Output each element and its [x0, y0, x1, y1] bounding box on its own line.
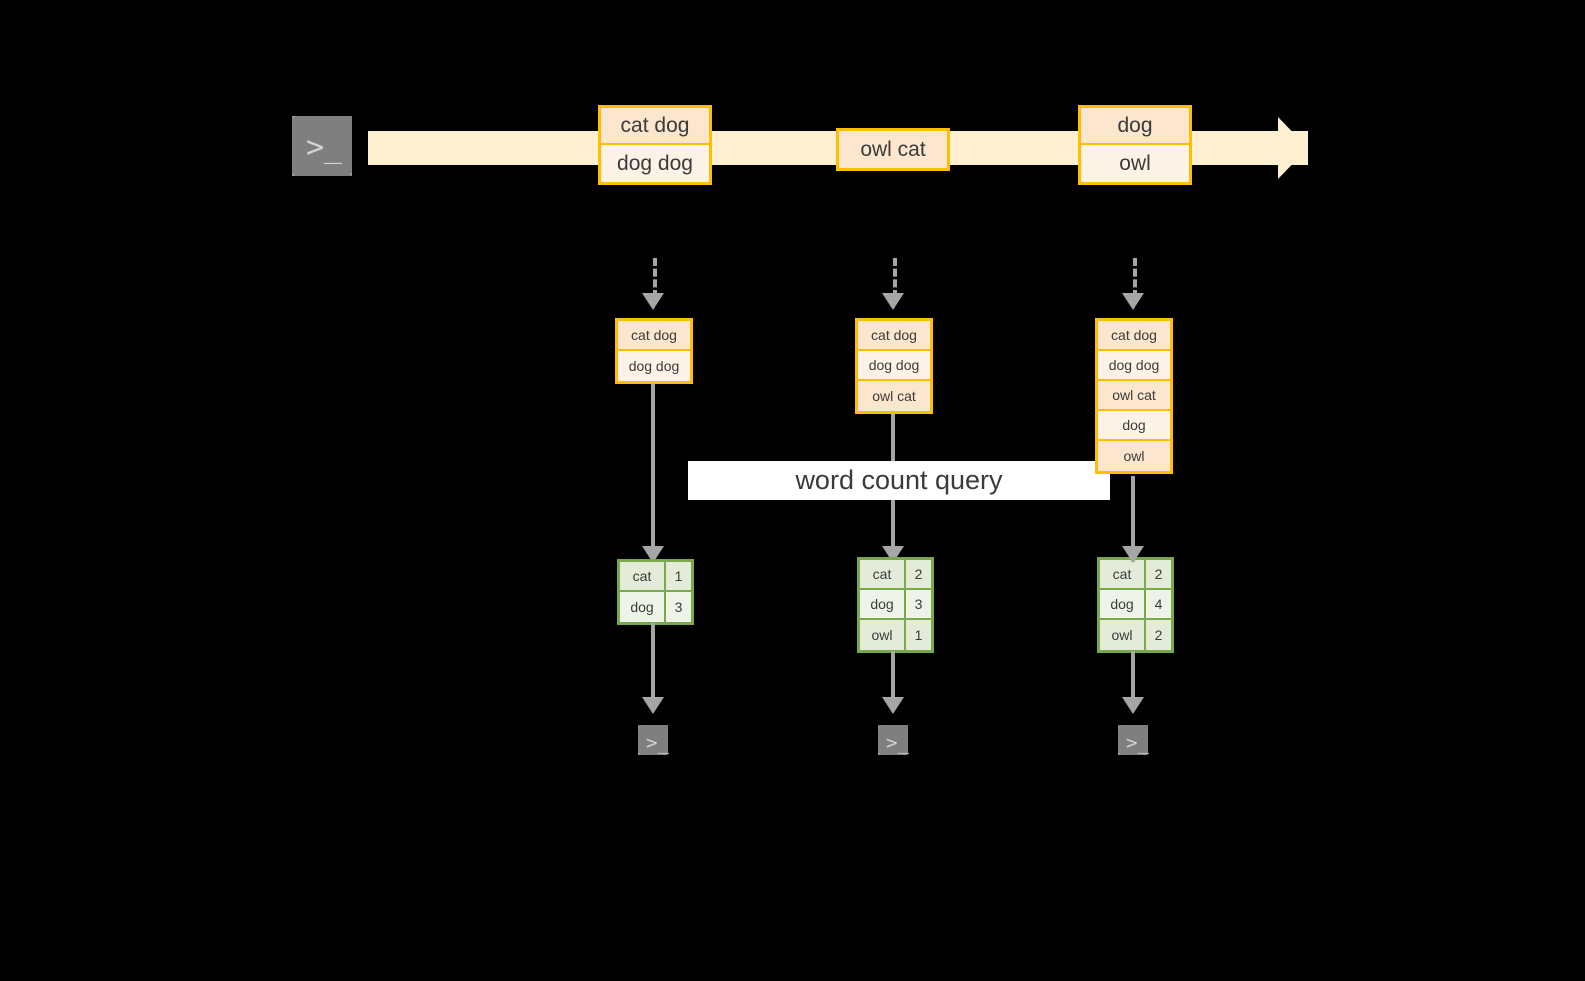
tap-connector-3: [1133, 258, 1137, 298]
input-line: cat dog: [1098, 321, 1170, 351]
partition-1-consumer-terminal-icon: >_: [627, 714, 679, 766]
tap-connector-1: [653, 258, 657, 298]
table-row: owl 2: [1100, 620, 1171, 650]
partition-2-input-box: cat dog dog dog owl cat: [855, 318, 933, 414]
table-row: owl 1: [860, 620, 931, 650]
table-row: cat 1: [620, 562, 691, 592]
message-line: cat dog: [601, 108, 709, 145]
partition-3-consumer-terminal-icon: >_: [1107, 714, 1159, 766]
result-count: 4: [1146, 590, 1171, 618]
table-row: cat 2: [860, 560, 931, 590]
table-row: dog 4: [1100, 590, 1171, 620]
partition-1-query-connector: [651, 384, 655, 562]
result-count: 2: [1146, 620, 1171, 650]
message-line: dog: [1081, 108, 1189, 145]
message-line: dog dog: [601, 145, 709, 182]
message-line: owl: [1081, 145, 1189, 182]
result-word: cat: [1100, 560, 1146, 588]
result-count: 3: [666, 592, 691, 622]
result-count: 2: [906, 560, 931, 588]
terminal-prompt-glyph: >_: [886, 732, 909, 754]
result-word: dog: [620, 592, 666, 622]
result-count: 3: [906, 590, 931, 618]
input-line: dog dog: [618, 351, 690, 381]
table-row: dog 3: [860, 590, 931, 620]
terminal-prompt-glyph: >_: [1126, 732, 1149, 754]
partition-1-result-table: cat 1 dog 3: [617, 559, 694, 625]
stream-arrow-head-icon: [1278, 117, 1308, 179]
input-line: owl cat: [1098, 381, 1170, 411]
partition-3-query-connector: [1131, 476, 1135, 562]
result-word: dog: [860, 590, 906, 618]
terminal-body: [878, 725, 908, 755]
input-line: dog dog: [1098, 351, 1170, 381]
partition-3-output-arrowhead-icon: [1122, 697, 1144, 714]
table-row: cat 2: [1100, 560, 1171, 590]
result-count: 2: [1146, 560, 1171, 588]
partition-2-output-arrowhead-icon: [882, 697, 904, 714]
result-word: cat: [620, 562, 666, 590]
table-row: dog 3: [620, 592, 691, 622]
input-line: cat dog: [858, 321, 930, 351]
partition-3-result-table: cat 2 dog 4 owl 2: [1097, 557, 1174, 653]
partition-3-query-arrowhead-icon: [1122, 546, 1144, 563]
query-label-band: [688, 461, 1110, 500]
input-line: cat dog: [618, 321, 690, 351]
input-line: dog: [1098, 411, 1170, 441]
result-count: 1: [906, 620, 931, 650]
partition-1-output-arrowhead-icon: [642, 697, 664, 714]
partition-3-output-connector: [1131, 651, 1135, 699]
tap-connector-2: [893, 258, 897, 298]
result-word: owl: [1100, 620, 1146, 650]
result-word: cat: [860, 560, 906, 588]
partition-1-input-box: cat dog dog dog: [615, 318, 693, 384]
input-line: dog dog: [858, 351, 930, 381]
tap-connector-2-arrowhead-icon: [882, 293, 904, 310]
input-line: owl: [1098, 441, 1170, 471]
input-line: owl cat: [858, 381, 930, 411]
message-line: owl cat: [839, 131, 947, 168]
partition-1-output-connector: [651, 623, 655, 699]
terminal-body: [638, 725, 668, 755]
stream-message-3: dog owl: [1078, 105, 1192, 185]
partition-2-result-table: cat 2 dog 3 owl 1: [857, 557, 934, 653]
partition-2-consumer-terminal-icon: >_: [867, 714, 919, 766]
partition-2-output-connector: [891, 651, 895, 699]
terminal-prompt-glyph: >_: [306, 130, 343, 165]
terminal-body: [292, 116, 352, 176]
partition-1-query-arrowhead-icon: [642, 546, 664, 563]
query-label: word count query: [795, 465, 1003, 495]
producer-terminal-icon: >_: [281, 105, 363, 187]
tap-connector-3-arrowhead-icon: [1122, 293, 1144, 310]
partition-3-input-box: cat dog dog dog owl cat dog owl: [1095, 318, 1173, 474]
stream-message-2: owl cat: [836, 128, 950, 171]
terminal-body: [1118, 725, 1148, 755]
result-word: dog: [1100, 590, 1146, 618]
tap-connector-1-arrowhead-icon: [642, 293, 664, 310]
result-word: owl: [860, 620, 906, 650]
terminal-prompt-glyph: >_: [646, 732, 669, 754]
result-count: 1: [666, 562, 691, 590]
stream-message-1: cat dog dog dog: [598, 105, 712, 185]
